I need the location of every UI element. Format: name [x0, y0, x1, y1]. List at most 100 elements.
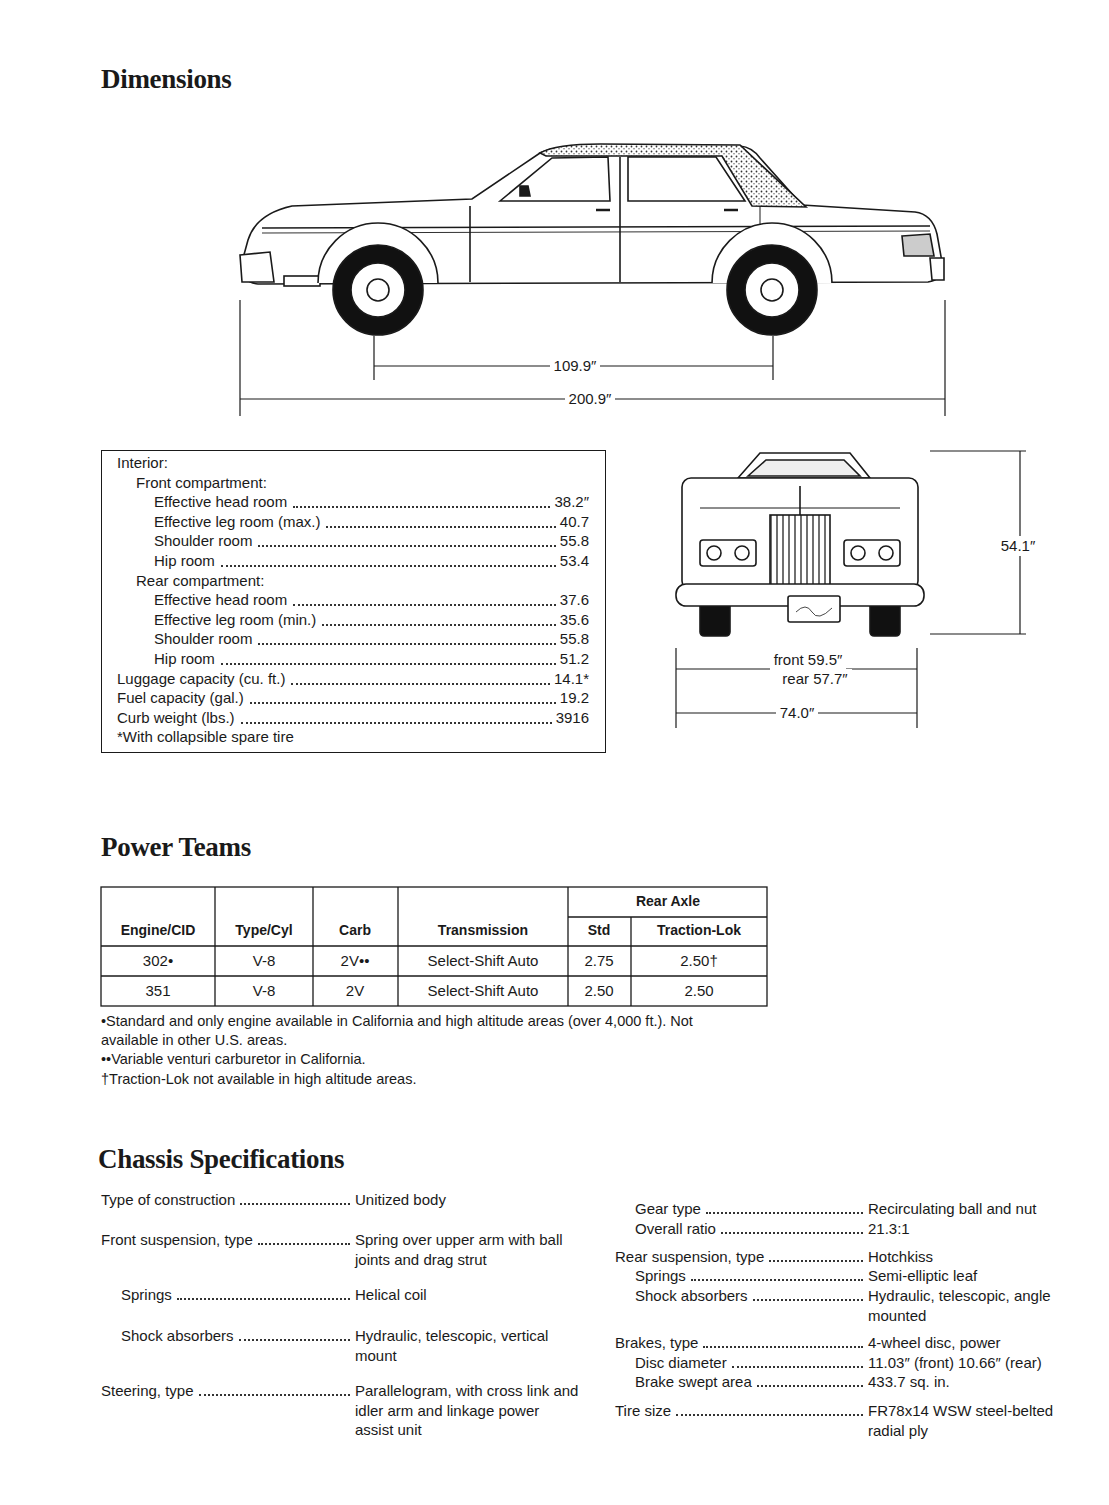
spec-text: FR78x14 WSW steel-belted radial ply	[868, 1401, 1083, 1440]
table-cell: Select-Shift Auto	[428, 981, 539, 1001]
dot-leader	[676, 1414, 863, 1416]
section-heading: Chassis Specifications	[98, 1144, 344, 1175]
dot-leader	[291, 683, 550, 685]
table-cell: Type/Cyl	[235, 921, 292, 941]
spec-text: Gear type	[635, 1199, 701, 1219]
spec-text: Hydraulic, telescopic, vertical mount	[355, 1326, 555, 1365]
spec-text: Parallelogram, with cross link and idler…	[355, 1381, 580, 1440]
dot-leader	[250, 702, 556, 704]
dot-leader	[258, 545, 555, 547]
spec-text: Springs	[121, 1285, 172, 1305]
table-cell: 2V••	[341, 951, 370, 971]
spec-value: 40.7	[560, 512, 589, 532]
dot-leader	[691, 1279, 863, 1281]
table-cell: Traction-Lok	[657, 921, 741, 941]
spec-text: Steering, type	[101, 1381, 194, 1401]
spec-text: Brake swept area	[635, 1372, 752, 1392]
spec-value: 53.4	[560, 551, 589, 571]
spec-text: 11.03″ (front) 10.66″ (rear)	[868, 1353, 1042, 1373]
spec-value: 38.2″	[554, 492, 589, 512]
spec-text: Overall ratio	[635, 1219, 716, 1239]
spec-label: Effective head room	[154, 590, 287, 610]
dot-leader	[293, 604, 556, 606]
table-cell: Engine/CID	[121, 921, 196, 941]
spec-value: 19.2	[560, 688, 589, 708]
table-cell: Transmission	[438, 921, 528, 941]
table-cell: 2.50	[584, 981, 613, 1001]
spec-text: Helical coil	[355, 1285, 595, 1305]
spec-text: Shock absorbers	[121, 1326, 234, 1346]
spec-label: Interior:	[117, 453, 168, 473]
table-cell: Carb	[339, 921, 371, 941]
table-cell: 2.50	[684, 981, 713, 1001]
spec-label: Hip room	[154, 551, 215, 571]
spec-value: 55.8	[560, 629, 589, 649]
spec-text: Spring over upper arm with ball joints a…	[355, 1230, 570, 1269]
spec-box: Interior:Front compartment:Effective hea…	[101, 450, 606, 753]
dot-leader	[732, 1366, 863, 1368]
dot-leader	[721, 1232, 863, 1234]
spec-text: Unitized body	[355, 1190, 595, 1210]
spec-text: Disc diameter	[635, 1353, 727, 1373]
section-heading: Power Teams	[101, 832, 251, 863]
table-cell: Std	[588, 921, 611, 941]
spec-label: Effective leg room (min.)	[154, 610, 316, 630]
spec-label: Curb weight (lbs.)	[117, 708, 235, 728]
spec-text: 21.3:1	[868, 1219, 1103, 1239]
spec-value: 51.2	[560, 649, 589, 669]
spec-text: 4-wheel disc, power	[868, 1333, 1103, 1353]
table-cell: 2V	[346, 981, 364, 1001]
table-cell: 2.75	[584, 951, 613, 971]
spec-value: 37.6	[560, 590, 589, 610]
spec-label: *With collapsible spare tire	[117, 727, 294, 747]
dimension-lines	[240, 300, 945, 416]
dot-leader	[221, 565, 556, 567]
dimension-label: front 59.5″	[770, 650, 847, 670]
spec-text: Hotchkiss	[868, 1247, 1103, 1267]
footnote: ••Variable venturi carburetor in Califor…	[101, 1050, 366, 1069]
dimension-label: 54.1″	[997, 536, 1040, 556]
spec-text: Hydraulic, telescopic, angle mounted	[868, 1286, 1053, 1325]
dimension-label: 109.9″	[550, 356, 601, 376]
dot-leader	[258, 1243, 350, 1245]
footnote: †Traction-Lok not available in high alti…	[101, 1070, 416, 1089]
spec-text: Tire size	[615, 1401, 671, 1421]
table-grid	[101, 887, 767, 1006]
spec-value: 35.6	[560, 610, 589, 630]
car-side-view	[240, 144, 944, 335]
spec-label: Effective head room	[154, 492, 287, 512]
dot-leader	[177, 1298, 350, 1300]
table-cell: 351	[145, 981, 170, 1001]
spec-text: Recirculating ball and nut	[868, 1199, 1103, 1219]
table-cell: 302•	[143, 951, 173, 971]
spec-label: Effective leg room (max.)	[154, 512, 320, 532]
dot-leader	[293, 506, 550, 508]
spec-text: Brakes, type	[615, 1333, 698, 1353]
spec-label: Shoulder room	[154, 629, 252, 649]
dot-leader	[241, 722, 552, 724]
dot-leader	[326, 526, 555, 528]
spec-label: Hip room	[154, 649, 215, 669]
spec-text: Front suspension, type	[101, 1230, 253, 1250]
dot-leader	[240, 1203, 350, 1205]
spec-text: Shock absorbers	[635, 1286, 748, 1306]
dot-leader	[706, 1212, 863, 1214]
dot-leader	[199, 1394, 350, 1396]
dot-leader	[322, 624, 556, 626]
spec-label: Luggage capacity (cu. ft.)	[117, 669, 285, 689]
table-cell: V-8	[253, 951, 276, 971]
spec-label: Front compartment:	[136, 473, 267, 493]
car-front-view	[676, 453, 924, 636]
dimension-label: rear 57.7″	[778, 669, 851, 689]
spec-value: 55.8	[560, 531, 589, 551]
dot-leader	[221, 663, 556, 665]
dimension-lines	[676, 451, 1026, 728]
table-cell: 2.50†	[680, 951, 718, 971]
dot-leader	[769, 1260, 863, 1262]
spec-text: Type of construction	[101, 1190, 235, 1210]
footnote: •Standard and only engine available in C…	[101, 1012, 721, 1050]
dimension-label: 74.0″	[776, 703, 819, 723]
dot-leader	[239, 1339, 350, 1341]
dimension-label: 200.9″	[565, 389, 616, 409]
table-cell: V-8	[253, 981, 276, 1001]
